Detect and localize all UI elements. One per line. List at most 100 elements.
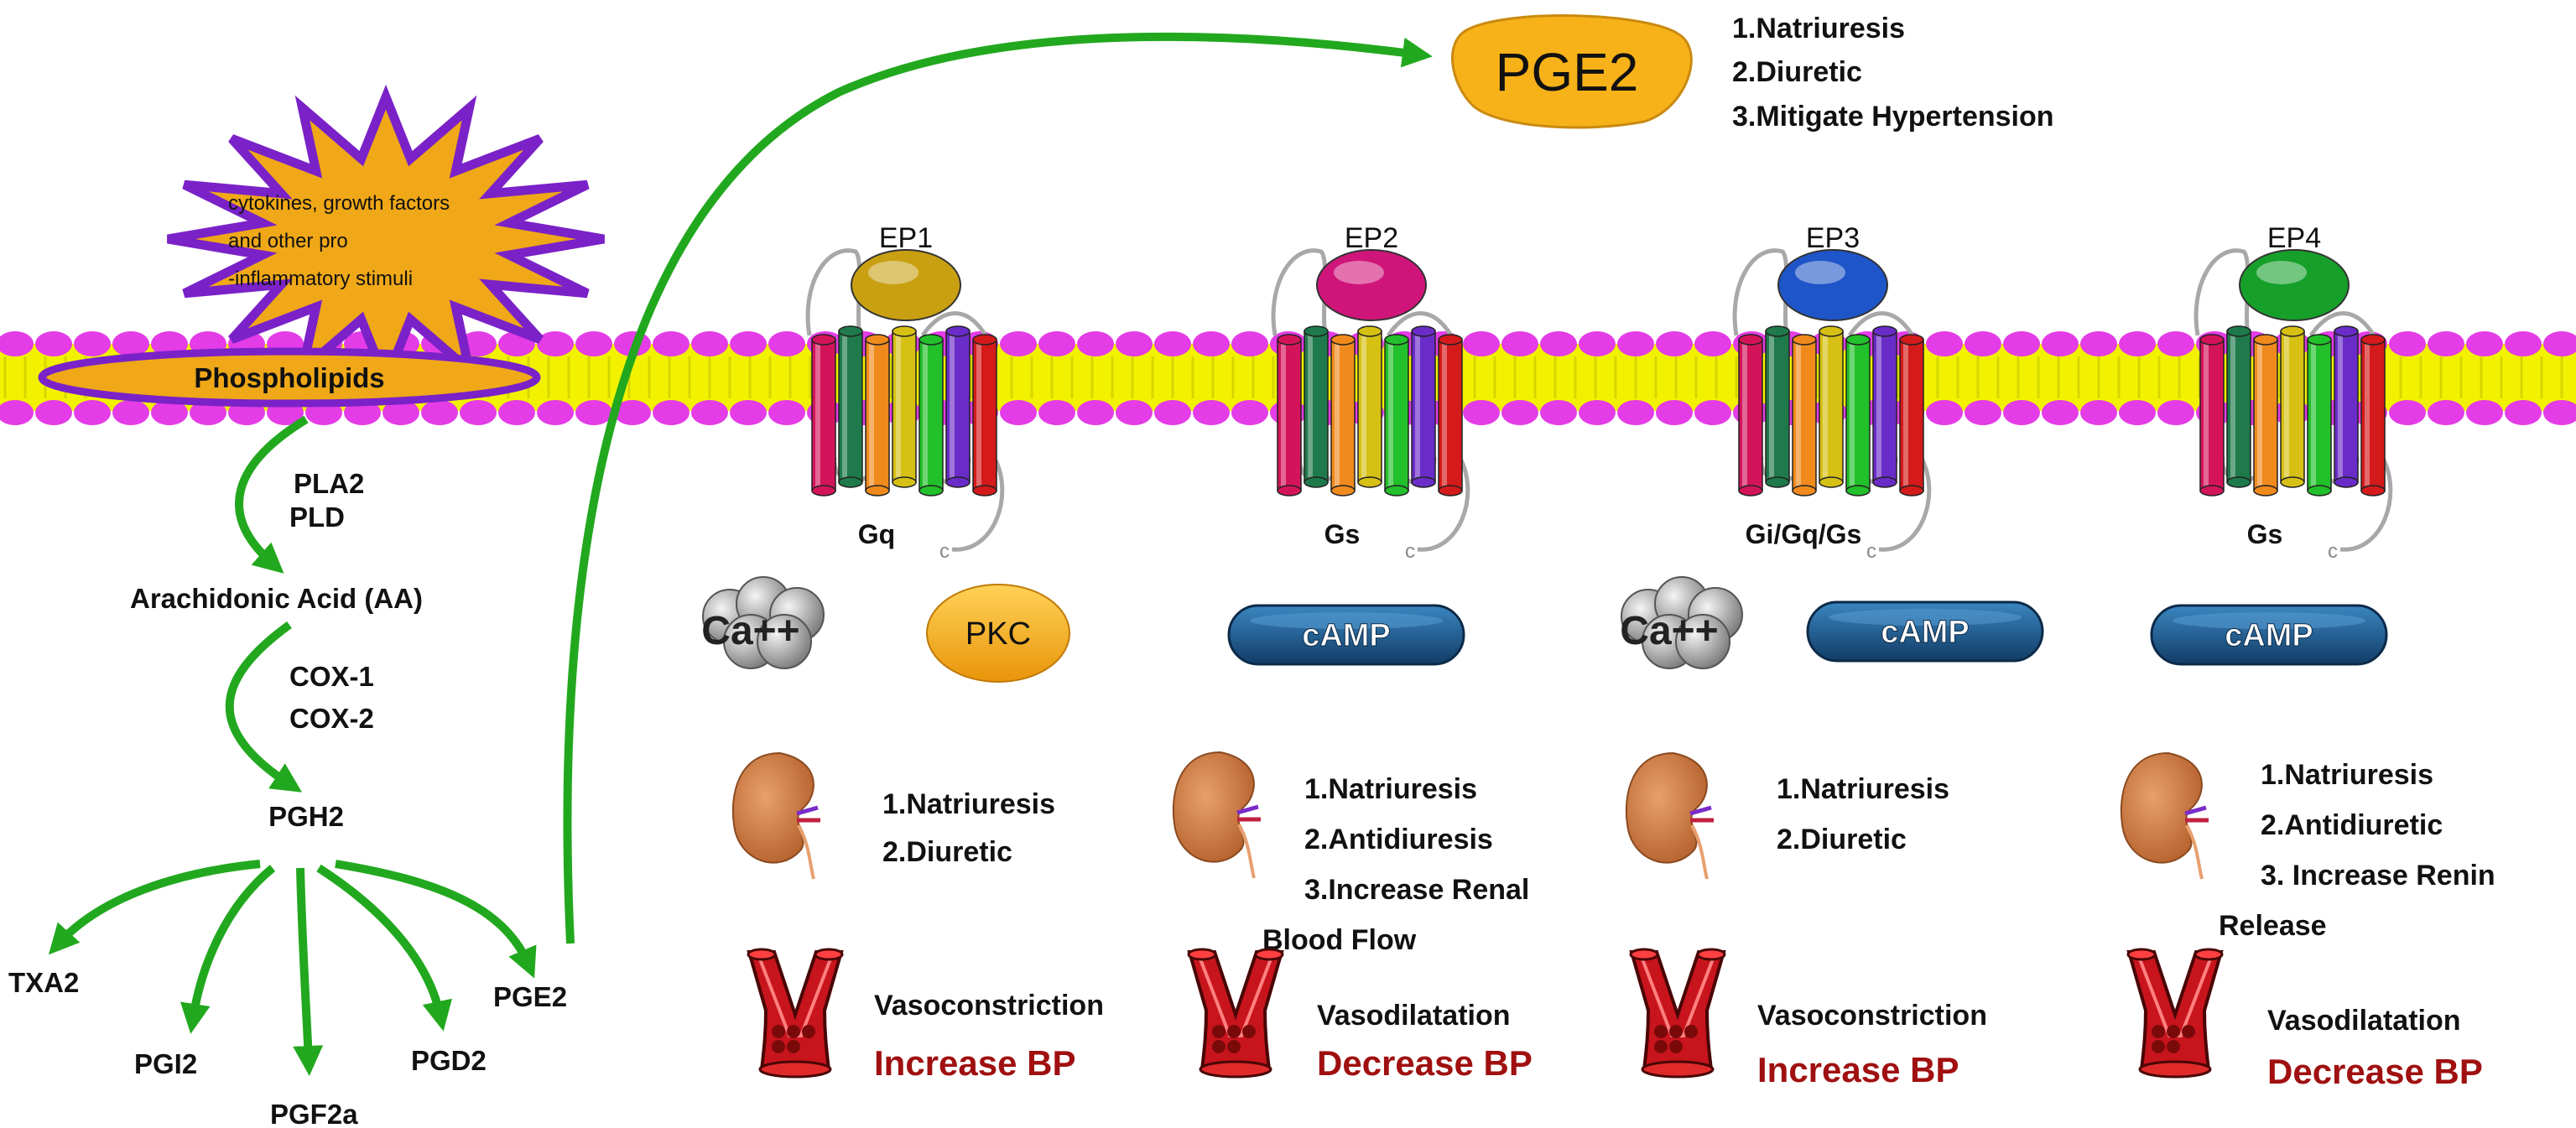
- svg-text:c: c: [1405, 540, 1415, 563]
- second-messengers: Ca++ cAMP: [1620, 576, 2044, 669]
- lipid-head: [768, 331, 805, 356]
- lipid-head: [1154, 400, 1191, 425]
- lipid-head: [1038, 400, 1075, 425]
- bp-effect: Increase BP: [874, 1043, 1075, 1083]
- lipid-head: [1540, 400, 1577, 425]
- g-protein-label: Gi/Gq/Gs: [1746, 519, 1862, 549]
- lipid-head: [1926, 331, 1963, 356]
- transmembrane-helix: [2226, 325, 2251, 488]
- lipid-head: [653, 400, 690, 425]
- svg-text:c: c: [939, 540, 950, 563]
- kidney-effect: Blood Flow: [1262, 924, 1417, 956]
- lipid-head: [2080, 400, 2117, 425]
- lipid-head: [730, 331, 767, 356]
- lipid-head: [2157, 331, 2194, 356]
- lipid-head: [1231, 400, 1268, 425]
- product-pge2: PGE2: [493, 981, 567, 1012]
- camp-badge: cAMP: [2150, 604, 2388, 666]
- lipid-head: [2119, 331, 2156, 356]
- stimulus-line-3: -inflammatory stimuli: [228, 268, 413, 290]
- lipid-head: [2389, 400, 2426, 425]
- lipid-head: [1579, 400, 1616, 425]
- lipid-head: [1694, 400, 1731, 425]
- transmembrane-helix: [1738, 334, 1763, 496]
- arrow-pgh2-to-pgi2: [180, 865, 276, 1034]
- calcium-ion-icon: Ca++: [701, 576, 825, 669]
- lipid-head: [1617, 331, 1654, 356]
- lipid-head: [0, 400, 34, 425]
- lipid-head: [1193, 400, 1230, 425]
- calcium-label: Ca++: [701, 609, 799, 653]
- lipid-head: [2080, 331, 2117, 356]
- receptor-name: EP4: [2267, 222, 2321, 254]
- lipid-head: [1231, 331, 1268, 356]
- camp-badge: cAMP: [1806, 600, 2044, 663]
- vessel-effect: Vasodilatation: [1317, 1000, 1511, 1032]
- kidney-icon: [1172, 751, 1261, 879]
- calcium-label: Ca++: [1620, 609, 1718, 653]
- arrow-pgh2-to-pgf2a: [293, 867, 324, 1076]
- lipid-head: [1154, 331, 1191, 356]
- transmembrane-helix: [1899, 334, 1924, 496]
- lipid-head: [691, 400, 728, 425]
- pge2-node-label: PGE2: [1496, 42, 1639, 102]
- bp-effect: Decrease BP: [2267, 1052, 2483, 1091]
- transmembrane-helix: [1845, 334, 1871, 496]
- transmembrane-helix: [1411, 325, 1436, 488]
- lipid-head: [2466, 331, 2503, 356]
- pge2-effect-1: 1.Natriuresis: [1732, 13, 1905, 44]
- lipid-head: [537, 331, 574, 356]
- transmembrane-helix: [838, 325, 863, 488]
- lipid-head: [653, 331, 690, 356]
- kidney-effect: 3. Increase Renin: [2261, 860, 2495, 891]
- lipid-head: [35, 400, 72, 425]
- kidney-effect: 1.Natriuresis: [1304, 773, 1477, 805]
- transmembrane-helix: [1792, 334, 1817, 496]
- lipid-head: [2505, 331, 2542, 356]
- product-pgd2: PGD2: [411, 1045, 487, 1076]
- product-txa2: TXA2: [8, 967, 79, 998]
- lipid-head: [112, 331, 149, 356]
- enzyme-cox2: COX-2: [289, 703, 374, 734]
- arrow-pgh2-to-pge2: [335, 860, 537, 979]
- lipid-head: [190, 400, 226, 425]
- transmembrane-helix: [1304, 325, 1329, 488]
- lipid-head: [730, 400, 767, 425]
- lipid-head: [537, 400, 574, 425]
- lipid-head: [1965, 400, 2001, 425]
- bp-effect: Increase BP: [1757, 1050, 1959, 1089]
- lipid-head: [1038, 331, 1075, 356]
- receptor-ep4: cEP4GscAMP1.Natriuresis2.Antidiuretic3. …: [2120, 222, 2495, 1091]
- enzyme-pla2: PLA2: [294, 468, 364, 499]
- product-pgi2: PGI2: [134, 1048, 197, 1079]
- phospholipids-label: Phospholipids: [194, 362, 384, 393]
- enzyme-pld: PLD: [289, 502, 345, 533]
- transmembrane-helix: [972, 334, 997, 496]
- camp-label: cAMP: [1881, 615, 1970, 650]
- ep-receptors: cEP1GqCa++PKC1.Natriuresis2.DiureticVaso…: [701, 222, 2495, 1091]
- ligand-binding-site: [2239, 249, 2350, 321]
- vessel-effect: Vasodilatation: [2267, 1005, 2461, 1037]
- stimulus-line-2: and other pro: [228, 230, 348, 252]
- lipid-head: [2157, 400, 2194, 425]
- calcium-ion-icon: Ca++: [1620, 576, 1743, 669]
- lipid-head: [1193, 331, 1230, 356]
- lipid-head: [0, 331, 34, 356]
- lipid-head: [1501, 331, 1538, 356]
- lipid-head: [498, 400, 535, 425]
- lipid-head: [2466, 400, 2503, 425]
- transmembrane-helix: [2199, 334, 2225, 496]
- pge2-node: PGE2 1.Natriuresis 2.Diuretic 3.Mitigate…: [1451, 13, 2054, 133]
- blood-vessel-icon: [2126, 948, 2224, 1079]
- lipid-head: [112, 400, 149, 425]
- ligand-binding-site: [1777, 249, 1888, 321]
- lipid-head: [575, 331, 612, 356]
- kidney-effect: 1.Natriuresis: [1777, 773, 1949, 805]
- transmembrane-helix: [1438, 334, 1463, 496]
- lipid-head: [2003, 331, 2040, 356]
- product-pgf2a: PGF2a: [270, 1099, 358, 1128]
- lipid-head: [1463, 331, 1500, 356]
- lipid-head: [2543, 331, 2576, 356]
- pge2-release-arrow: [563, 32, 1433, 944]
- lipid-head: [460, 400, 497, 425]
